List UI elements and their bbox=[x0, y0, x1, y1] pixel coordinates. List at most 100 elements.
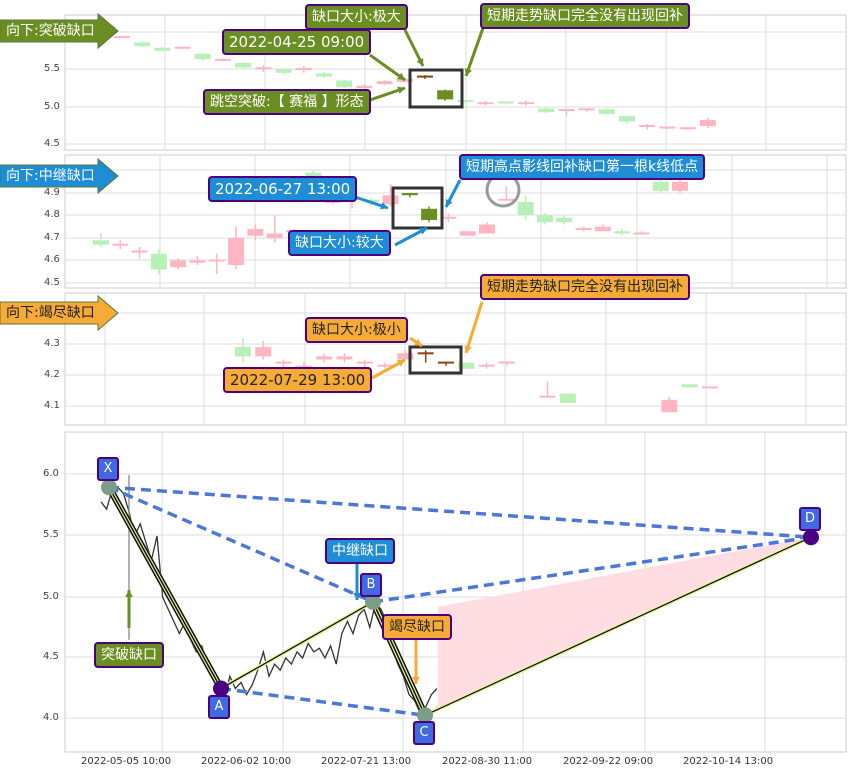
candle-body bbox=[397, 353, 414, 360]
candle-body bbox=[672, 181, 688, 191]
pattern-leg bbox=[105, 486, 219, 689]
annotation-arrow-head bbox=[419, 227, 427, 235]
pattern-leg bbox=[111, 486, 225, 689]
candle-body bbox=[356, 361, 373, 364]
panel-frame bbox=[64, 154, 847, 289]
candle-body bbox=[377, 364, 394, 367]
candle-body bbox=[598, 109, 615, 114]
gap-highlight-box bbox=[408, 68, 464, 109]
candle-body bbox=[538, 108, 555, 113]
candle-body bbox=[401, 193, 418, 196]
point-d-label: D bbox=[799, 507, 821, 531]
breakaway-gap-label: 突破缺口 bbox=[94, 642, 164, 668]
candle-body bbox=[235, 62, 252, 68]
candle-body bbox=[134, 42, 151, 47]
candle-body bbox=[266, 233, 283, 238]
y-tick: 4.7 bbox=[44, 232, 60, 243]
candle-body bbox=[235, 347, 251, 357]
pattern-point-d bbox=[803, 529, 819, 546]
x-tick: 2022-06-02 10:00 bbox=[201, 756, 292, 767]
candle-body bbox=[228, 238, 245, 265]
candle-body bbox=[594, 226, 611, 232]
candle-body bbox=[437, 90, 454, 100]
candle-body bbox=[255, 67, 272, 70]
candle-body bbox=[194, 53, 211, 60]
candle-body bbox=[559, 393, 576, 403]
candle-body bbox=[556, 217, 573, 223]
candle-body bbox=[518, 102, 534, 105]
gap-size-label: 缺口大小:极小 bbox=[305, 317, 408, 343]
candle-body bbox=[305, 172, 322, 178]
panel1-banner: 向下:突破缺口 bbox=[0, 20, 104, 42]
annotation-arrow-head bbox=[414, 338, 422, 346]
candle-body bbox=[324, 201, 341, 203]
pattern-dashed-line bbox=[220, 686, 426, 718]
candle-body bbox=[558, 109, 575, 112]
annotation-arrow bbox=[369, 53, 406, 82]
panel-frame bbox=[64, 431, 847, 753]
candle-body bbox=[701, 386, 718, 389]
y-tick: 4.1 bbox=[44, 400, 60, 411]
banner-arrow-icon bbox=[0, 157, 119, 195]
candle-body bbox=[659, 126, 676, 129]
candle-body bbox=[421, 208, 438, 220]
panel2-banner: 向下:中继缺口 bbox=[0, 165, 104, 187]
candle-body bbox=[93, 240, 109, 245]
candle-body bbox=[189, 260, 206, 263]
pattern-leg bbox=[372, 601, 426, 716]
pattern-leg bbox=[220, 601, 374, 690]
annotation-arrow-head bbox=[445, 199, 453, 207]
gap-highlight-box bbox=[408, 345, 463, 375]
gap-size-label: 缺口大小:较大 bbox=[288, 230, 391, 256]
pattern-point-c bbox=[417, 707, 433, 724]
gap-note-label: 短期走势缺口完全没有出现回补 bbox=[480, 3, 690, 29]
pattern-point-x bbox=[101, 479, 117, 496]
pattern-point-a bbox=[213, 680, 229, 697]
candle-body bbox=[477, 102, 494, 105]
banner-text: 向下:竭尽缺口 bbox=[6, 305, 95, 321]
candle-body bbox=[150, 253, 167, 270]
y-tick: 4.8 bbox=[44, 209, 60, 220]
candle-body bbox=[174, 46, 191, 49]
gap-arrow-head bbox=[125, 590, 133, 598]
annotation-arrow-head bbox=[397, 86, 405, 94]
y-tick: 4.6 bbox=[44, 254, 60, 265]
candle-body bbox=[275, 69, 292, 73]
panel3-banner: 向下:竭尽缺口 bbox=[0, 302, 104, 324]
annotation-arrow bbox=[464, 27, 485, 77]
candle-body bbox=[247, 229, 264, 236]
y-tick: 6.0 bbox=[43, 468, 59, 479]
banner-arrow-icon bbox=[0, 12, 119, 50]
candle-body bbox=[356, 85, 373, 88]
pattern-point-b bbox=[365, 593, 381, 610]
candle-body bbox=[652, 181, 669, 191]
x-tick: 2022-08-30 11:00 bbox=[442, 756, 533, 767]
y-tick: 4.5 bbox=[44, 138, 60, 149]
annotation-arrow-head bbox=[464, 68, 472, 76]
point-a-label: A bbox=[208, 695, 230, 719]
candle-body bbox=[255, 347, 272, 357]
candle-body bbox=[112, 243, 129, 246]
panel-frame bbox=[64, 14, 847, 151]
gap-arrow-head bbox=[412, 676, 420, 684]
annotation-arrow-head bbox=[416, 58, 424, 66]
annotation-arrow-head bbox=[464, 345, 472, 353]
pattern-dashed-line bbox=[372, 535, 812, 604]
runaway-gap-label: 中继缺口 bbox=[325, 538, 395, 564]
price-line bbox=[100, 486, 438, 715]
x-tick: 2022-09-22 09:00 bbox=[563, 756, 654, 767]
annotation-arrow-head bbox=[397, 359, 405, 367]
y-tick: 5.5 bbox=[43, 529, 59, 540]
candle-body bbox=[154, 47, 171, 51]
candle-body bbox=[382, 195, 399, 205]
gap-note-label: 短期高点影线回补缺口第一根k线低点 bbox=[459, 154, 706, 180]
x-tick: 2022-10-14 13:00 bbox=[683, 756, 774, 767]
candle-body bbox=[458, 362, 475, 369]
candle-body bbox=[440, 216, 457, 219]
candle-body bbox=[295, 68, 312, 70]
point-b-label: B bbox=[360, 573, 382, 597]
annotation-arrow bbox=[464, 301, 484, 354]
candle-body bbox=[619, 116, 635, 122]
gap-size-label: 缺口大小:极大 bbox=[305, 4, 408, 30]
